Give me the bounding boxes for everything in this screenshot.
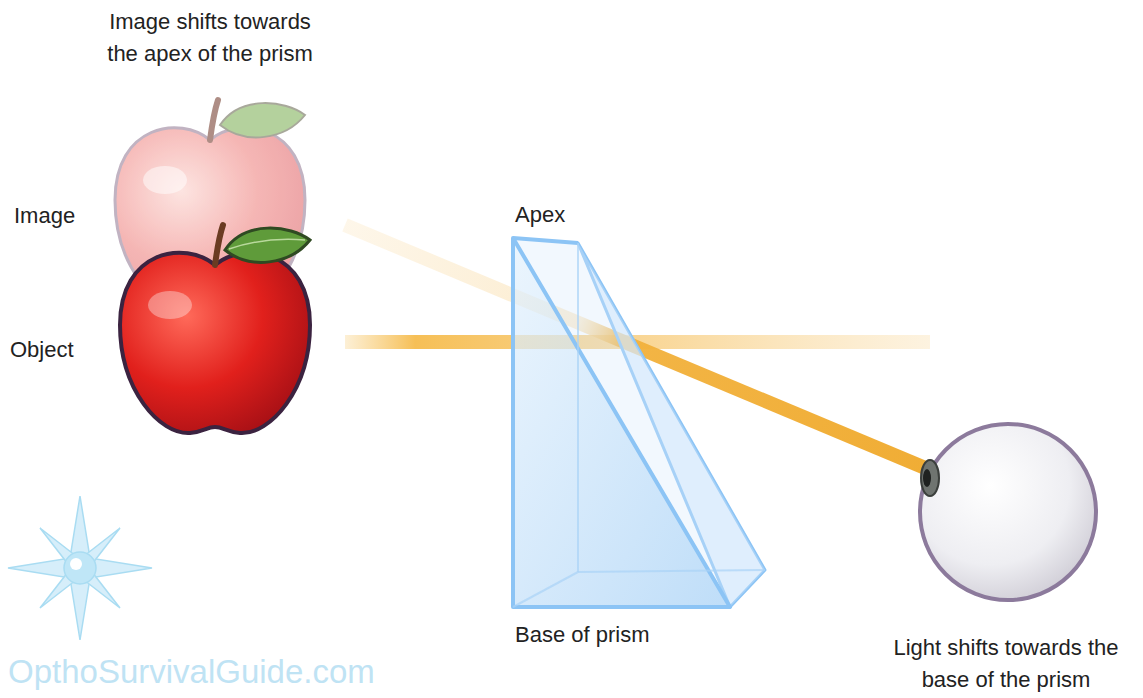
object-label: Object — [10, 334, 74, 366]
prism — [513, 238, 765, 607]
base-label: Base of prism — [515, 619, 650, 651]
image-label: Image — [14, 200, 75, 232]
eye — [920, 424, 1096, 600]
bottom-note: Light shifts towards the base of the pri… — [888, 632, 1124, 696]
watermark: OpthoSurvivalGuide.com — [8, 652, 375, 692]
compass-logo — [8, 496, 152, 640]
apex-label: Apex — [515, 199, 565, 231]
top-note: Image shifts towards the apex of the pri… — [92, 6, 328, 70]
object-apple — [120, 225, 310, 433]
